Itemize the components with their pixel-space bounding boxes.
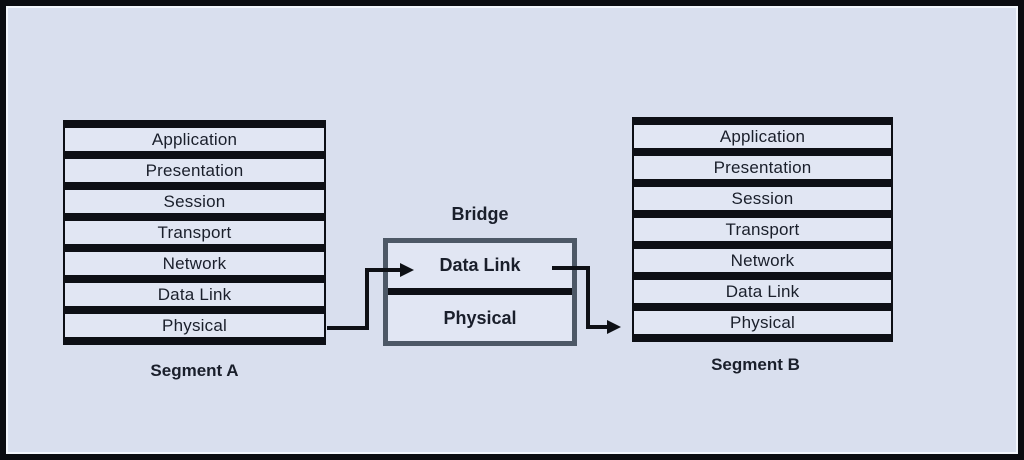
stack-a-layer-application: Application bbox=[63, 120, 326, 151]
stack-b-layer-presentation: Presentation bbox=[632, 148, 893, 179]
stack-b-layer-data-link: Data Link bbox=[632, 272, 893, 303]
bridge-box: Data Link Physical bbox=[383, 238, 577, 346]
layer-label: Transport bbox=[157, 222, 232, 242]
bridge-layer-physical: Physical bbox=[388, 288, 572, 341]
layer-label: Presentation bbox=[145, 160, 244, 180]
stack-b-layer-network: Network bbox=[632, 241, 893, 272]
segment-a-label: Segment A bbox=[150, 361, 239, 380]
stack-a-layer-network: Network bbox=[63, 244, 326, 275]
layer-label: Application bbox=[719, 126, 806, 146]
layer-label: Data Link bbox=[157, 284, 232, 304]
layer-label: Physical bbox=[162, 315, 227, 335]
stack-b-layer-session: Session bbox=[632, 179, 893, 210]
segment-b-label: Segment B bbox=[711, 355, 800, 374]
layer-label: Network bbox=[162, 253, 227, 273]
bridge-layer-data-link: Data Link bbox=[388, 243, 572, 288]
layer-label: Data Link bbox=[725, 281, 800, 301]
stack-b-layer-transport: Transport bbox=[632, 210, 893, 241]
stack-a-layer-session: Session bbox=[63, 182, 326, 213]
layer-label: Physical bbox=[730, 312, 795, 332]
stack-a-layer-physical: Physical bbox=[63, 306, 326, 337]
osi-stack-segment-a: Application Presentation Session Transpo… bbox=[63, 120, 326, 345]
layer-label: Session bbox=[163, 191, 226, 211]
stack-a-layer-presentation: Presentation bbox=[63, 151, 326, 182]
layer-label: Presentation bbox=[713, 157, 812, 177]
stack-a-layer-data-link: Data Link bbox=[63, 275, 326, 306]
stack-a-layer-transport: Transport bbox=[63, 213, 326, 244]
osi-stack-segment-b: Application Presentation Session Transpo… bbox=[632, 117, 893, 342]
layer-label: Session bbox=[731, 188, 794, 208]
stack-b-layer-physical: Physical bbox=[632, 303, 893, 334]
layer-label: Network bbox=[730, 250, 795, 270]
bridge-title: Bridge bbox=[451, 204, 509, 224]
layer-label: Application bbox=[151, 129, 238, 149]
arrowhead-into-segment-b bbox=[607, 320, 621, 334]
stack-b-layer-application: Application bbox=[632, 117, 893, 148]
layer-label: Transport bbox=[725, 219, 800, 239]
